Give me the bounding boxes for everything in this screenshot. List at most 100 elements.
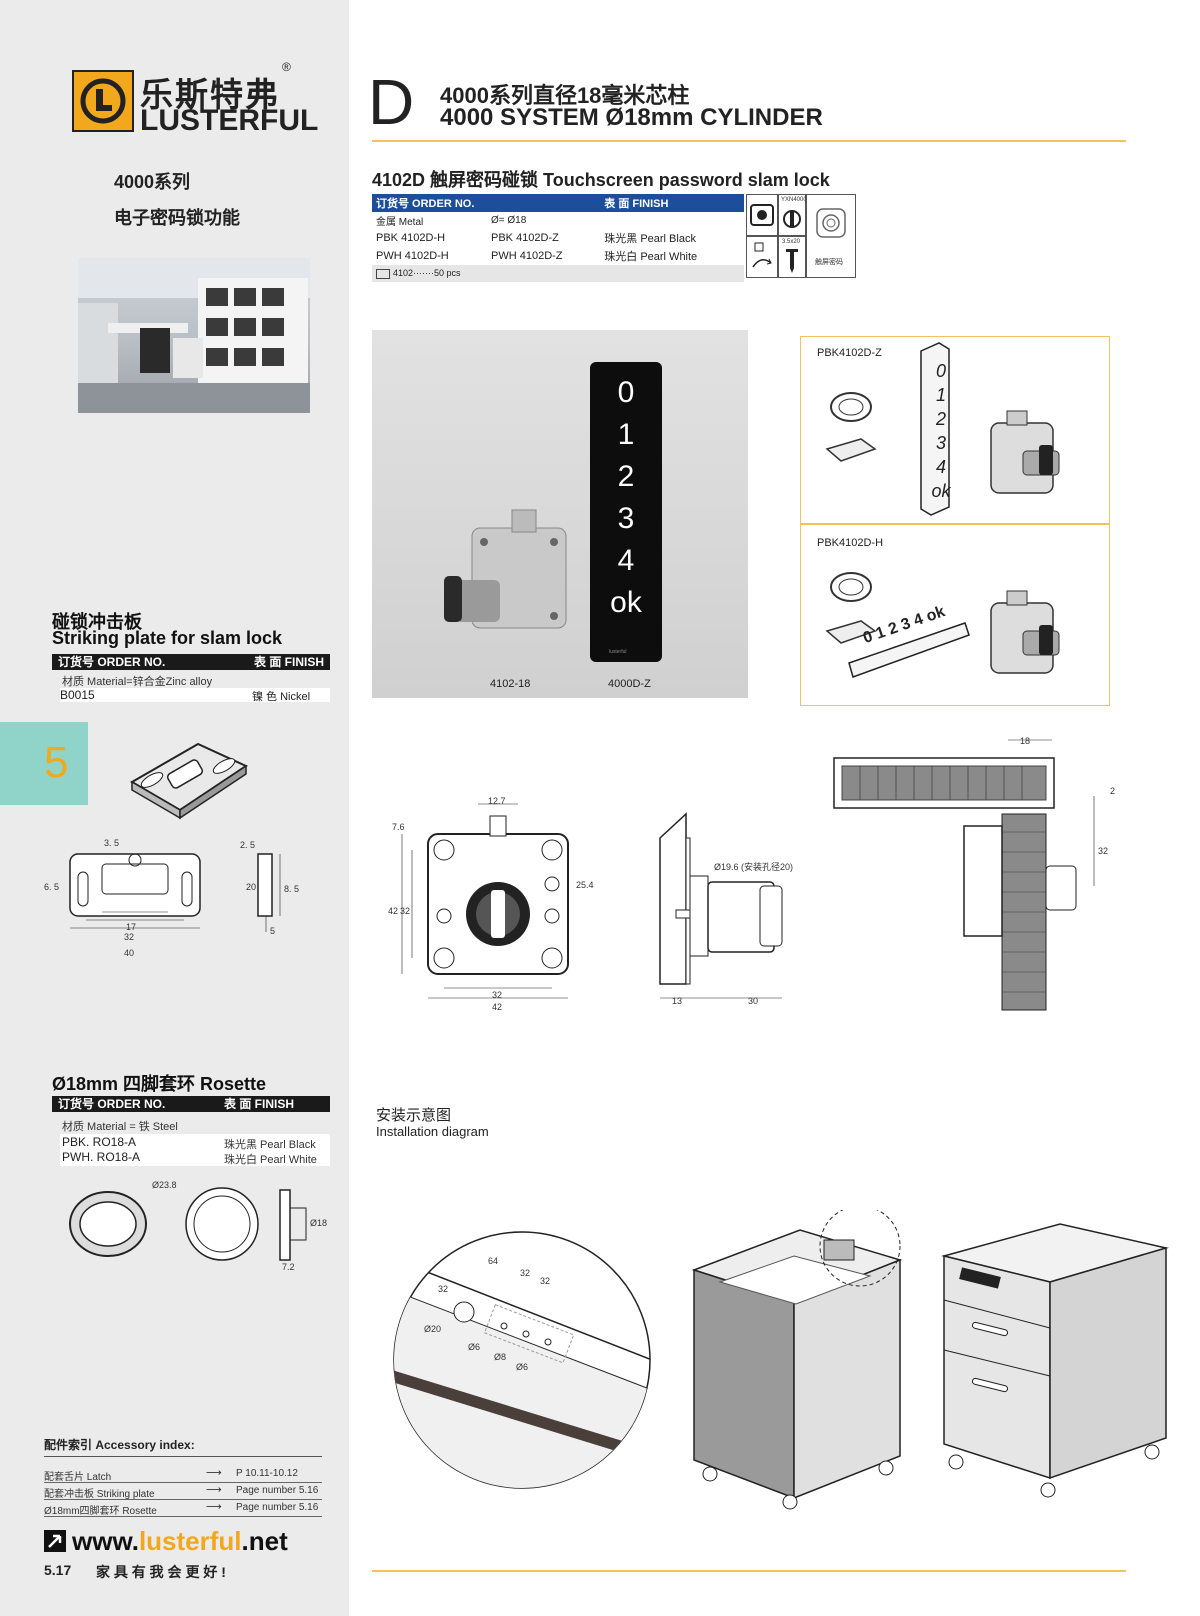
function-title: 电子密码锁功能 <box>114 208 240 228</box>
keypad-digit: 4 <box>935 457 946 477</box>
accessory-row: 配套舌片 Latch ⟶ P 10.11-10.12 <box>44 1466 322 1483</box>
install-detail-dim: Ø20 <box>424 1324 442 1334</box>
accessory-label: 配套冲击板 Striking plate <box>44 1489 155 1500</box>
install-dim: 18 <box>1020 736 1031 746</box>
product-icons: YXN4000 3.5x20 触屏密码 <box>746 194 866 278</box>
keypad-digit: 3 <box>617 502 635 535</box>
plate-dim: 2. 5 <box>240 840 256 850</box>
install-detail-dim: 32 <box>540 1276 551 1286</box>
slogan: 家 具 有 我 会 更 好 ! <box>96 1564 226 1580</box>
order-header: 订货号 ORDER NO. <box>376 198 475 210</box>
brand-name-cn: 乐斯特弗 <box>140 76 280 113</box>
product-title: 4102D 触屏密码碰锁 Touchscreen password slam l… <box>372 170 830 190</box>
photo-keypad: 0 1 2 3 4 ok <box>590 372 662 624</box>
keypad-digit: 3 <box>935 433 946 453</box>
registered-mark: ® <box>282 60 291 74</box>
accessory-title: 配件索引 Accessory index: <box>44 1438 195 1452</box>
order-table: 订货号 ORDER NO. 表 面 FINISH 金属 Metal Ø= Ø18… <box>372 194 744 282</box>
side-dim: Ø19.6 (安装孔径20) <box>714 862 794 872</box>
front-dim: 7.6 <box>392 822 405 832</box>
website-link[interactable]: www.lusterful.net <box>72 1526 288 1557</box>
photo-brand-mark: lusterful <box>609 649 627 655</box>
website-mid: lusterful <box>138 1526 242 1556</box>
variant-h-label: PBK4102D-H <box>817 537 884 549</box>
install-detail-dim: Ø6 <box>468 1342 481 1352</box>
header-order: 订货号 ORDER NO. <box>58 655 166 669</box>
footer-divider <box>372 1570 1126 1572</box>
side-dim: 30 <box>748 996 759 1006</box>
order-table-header: 订货号 ORDER NO. 表 面 FINISH <box>372 194 744 212</box>
striking-plate-tech-drawing <box>40 832 310 962</box>
product-photo: lusterful 0 1 2 3 4 ok 4102-18 4000D-Z <box>372 330 748 698</box>
rosette-table-header: 订货号 ORDER NO. 表 面 FINISH <box>52 1096 330 1112</box>
rosette-finish: 珠光白 Pearl White <box>224 1154 317 1166</box>
table-row: PBK 4102D-H PBK 4102D-Z 珠光黑 Pearl Black <box>372 229 744 247</box>
table-cell: PWH 4102D-H <box>376 250 449 262</box>
install-detail-dim: 32 <box>438 1284 449 1294</box>
rosette-dim: Ø18 <box>310 1218 328 1228</box>
pack-row: 4102·······50 pcs <box>372 265 744 282</box>
front-dim: 12.7 <box>488 796 506 806</box>
front-dim: 42 <box>388 906 399 916</box>
keypad-digit: 2 <box>935 409 946 429</box>
brand-logo-icon <box>72 70 134 132</box>
plate-dim: 40 <box>124 948 135 958</box>
touch-pad-icon: 触屏密码 <box>806 194 856 278</box>
cylinder-icon: YXN4000 <box>778 194 807 236</box>
install-detail-dim: Ø6 <box>516 1362 529 1372</box>
installation-title-cn: 安装示意图 <box>376 1107 452 1124</box>
rosette-code: PBK. RO18-A <box>62 1135 137 1149</box>
icon-label: YXN4000 <box>781 197 807 203</box>
page-tab: 5 <box>0 722 88 805</box>
plate-dim: 6. 5 <box>44 882 60 892</box>
installation-detail-circle <box>392 1230 652 1490</box>
plate-dim: 8. 5 <box>284 884 300 894</box>
photo-caption-right: 4000D-Z <box>608 678 651 690</box>
rosette-material: 材质 Material = 铁 Steel <box>62 1121 178 1133</box>
section-letter: D <box>368 66 415 138</box>
variant-z-keypad: 0 1 2 3 4 ok <box>931 359 951 503</box>
table-cell: 珠光黑 Pearl Black <box>604 233 696 245</box>
install-dim: 2 <box>1110 786 1116 796</box>
keypad-digit: 1 <box>617 418 635 451</box>
install-dim: 32 <box>1098 846 1109 856</box>
front-view-drawing <box>388 794 588 1014</box>
header-title-en: 4000 SYSTEM Ø18mm CYLINDER <box>440 104 823 131</box>
keypad-digit: 4 <box>617 544 635 577</box>
install-detail-dim: 32 <box>520 1268 531 1278</box>
icon-label: 触屏密码 <box>815 259 843 266</box>
header-title-cn: 4000系列直径18毫米芯柱 <box>440 83 690 108</box>
cabinet-open-drawing <box>690 1210 920 1510</box>
cabinet-closed-drawing <box>940 1200 1170 1500</box>
side-view-drawing <box>650 810 810 1010</box>
plate-dim: 20 <box>246 882 257 892</box>
header-finish: 表 面 FINISH <box>253 655 324 669</box>
rosette-finish: 珠光黑 Pearl Black <box>224 1139 316 1151</box>
plate-dim: 32 <box>124 932 135 942</box>
table-cell: 金属 Metal <box>376 217 424 228</box>
striking-plate-code: B0015 <box>60 688 95 702</box>
table-cell <box>600 212 744 229</box>
table-cell: PWH 4102D-Z <box>491 250 563 262</box>
install-detail-dim: Ø8 <box>494 1352 507 1362</box>
striking-plate-title-cn: 碰锁冲击板 <box>52 612 142 632</box>
header-divider <box>372 140 1126 142</box>
table-cell: PBK 4102D-H <box>376 232 446 244</box>
rosette-dim: Ø23.8 <box>152 1180 177 1190</box>
variant-z-drawing <box>825 342 1060 516</box>
header-order: 订货号 ORDER NO. <box>58 1097 166 1111</box>
arrow-icon: ⟶ <box>206 1467 222 1479</box>
rosette-dim: 7.2 <box>282 1262 295 1272</box>
accessory-row: Ø18mm四脚套环 Rosette ⟶ Page number 5.16 <box>44 1500 322 1517</box>
accessory-list: 配套舌片 Latch ⟶ P 10.11-10.12 配套冲击板 Strikin… <box>44 1466 322 1517</box>
keypad-digit: ok <box>610 586 642 619</box>
side-dim: 13 <box>672 996 683 1006</box>
website-pre: www. <box>72 1526 139 1556</box>
front-dim: 32 <box>400 906 411 916</box>
office-photo <box>78 258 310 413</box>
keypad-digit: 0 <box>617 376 635 409</box>
table-cell: 珠光白 Pearl White <box>604 251 698 263</box>
striking-plate-row: B0015 镍 色 Nickel <box>60 688 330 703</box>
plate-dim: 17 <box>126 922 137 932</box>
icon-label: 3.5x20 <box>782 239 801 245</box>
